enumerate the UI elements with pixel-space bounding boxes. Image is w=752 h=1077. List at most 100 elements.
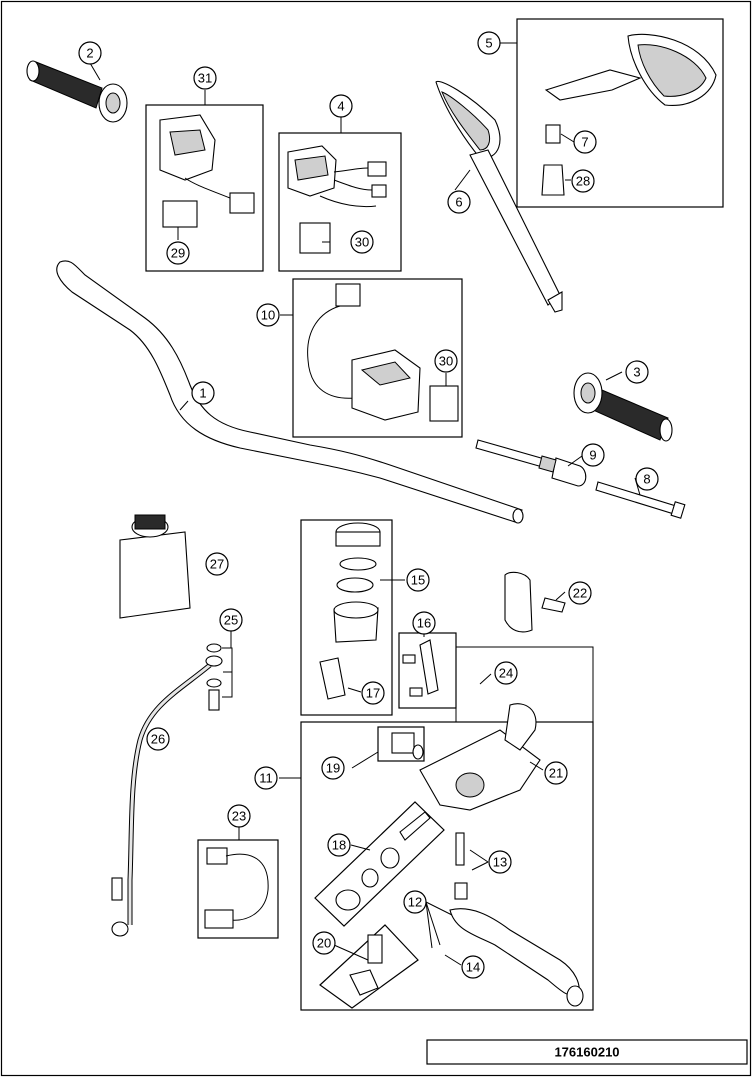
sensor-23: [204, 847, 269, 929]
docnum-box: [426, 1039, 748, 1065]
svg-text:26: 26: [151, 732, 165, 747]
callout-26: 26: [146, 727, 170, 751]
box-5: [516, 18, 724, 208]
callout-2: 2: [78, 41, 102, 65]
callout-20: 20: [312, 931, 336, 955]
clip: [402, 639, 439, 697]
callout-18: 18: [327, 833, 351, 857]
box-11-ext: [456, 646, 594, 722]
box-10: [292, 278, 463, 438]
svg-text:13: 13: [493, 855, 507, 870]
piston-kit: [335, 811, 431, 911]
svg-text:23: 23: [232, 809, 246, 824]
bar-end-bolt: [595, 481, 686, 519]
master-cylinder: [419, 703, 541, 811]
svg-text:31: 31: [198, 71, 212, 86]
svg-text:28: 28: [576, 174, 590, 189]
svg-text:11: 11: [259, 771, 273, 786]
svg-text:29: 29: [171, 246, 185, 261]
callout-28: 28: [571, 169, 595, 193]
svg-text:5: 5: [485, 36, 492, 51]
callout-3: 3: [625, 360, 649, 384]
svg-text:2: 2: [86, 46, 93, 61]
svg-text:20: 20: [317, 936, 331, 951]
switch-4: [287, 145, 387, 254]
svg-text:17: 17: [366, 686, 380, 701]
svg-text:6: 6: [455, 195, 462, 210]
grip-left: [26, 60, 128, 123]
callout-5: 5: [477, 31, 501, 55]
fluid-can: [119, 514, 191, 619]
fitting-19: [391, 732, 424, 760]
callout-29: 29: [166, 241, 190, 265]
svg-text:10: 10: [261, 308, 275, 323]
reservoir: [319, 522, 381, 700]
callout-22: 22: [568, 581, 592, 605]
svg-text:21: 21: [549, 766, 563, 781]
callout-1: 1: [191, 381, 215, 405]
box-4: [278, 132, 402, 272]
callout-17: 17: [361, 681, 385, 705]
svg-text:16: 16: [417, 616, 431, 631]
svg-text:18: 18: [332, 838, 346, 853]
callout-15: 15: [406, 568, 430, 592]
callout-27: 27: [205, 552, 229, 576]
callout-4: 4: [329, 94, 353, 118]
clamp-22: [504, 571, 566, 633]
brake-lever: [449, 832, 584, 1007]
callout-31: 31: [193, 66, 217, 90]
callout-19: 19: [321, 756, 345, 780]
callout-24: 24: [494, 661, 518, 685]
svg-text:4: 4: [337, 99, 344, 114]
banjo-25: [205, 643, 223, 711]
callout-9: 9: [581, 443, 605, 467]
mirror-5: [541, 33, 717, 196]
callout-13: 13: [488, 850, 512, 874]
svg-text:1: 1: [199, 386, 206, 401]
grip-right: [573, 372, 673, 442]
brake-line: [111, 663, 212, 937]
mirror-6: [435, 80, 563, 313]
svg-text:7: 7: [581, 135, 588, 150]
callout-12: 12: [403, 890, 427, 914]
box-23: [197, 839, 279, 939]
callout-16: 16: [412, 611, 436, 635]
callout-10: 10: [256, 303, 280, 327]
callout-7: 7: [573, 130, 597, 154]
box-19: [377, 726, 425, 762]
bar-end-weight: [475, 439, 587, 487]
svg-text:14: 14: [466, 960, 480, 975]
svg-text:15: 15: [411, 573, 425, 588]
document-number: 176160210: [554, 1045, 619, 1060]
box-11: [300, 721, 594, 1011]
svg-text:8: 8: [643, 472, 650, 487]
svg-text:3: 3: [633, 365, 640, 380]
svg-text:19: 19: [326, 761, 340, 776]
svg-text:27: 27: [210, 557, 224, 572]
callout-30a: 30: [350, 230, 374, 254]
svg-text:22: 22: [573, 586, 587, 601]
switch-31: [159, 114, 255, 228]
svg-text:12: 12: [408, 895, 422, 910]
callout-21: 21: [544, 761, 568, 785]
callout-25: 25: [219, 608, 243, 632]
box-15: [300, 519, 393, 716]
callout-23: 23: [227, 804, 251, 828]
part-20: [349, 934, 383, 996]
callout-30b: 30: [434, 349, 458, 373]
callout-14: 14: [461, 955, 485, 979]
handlebar: [56, 260, 524, 524]
callout-6: 6: [447, 190, 471, 214]
svg-text:30: 30: [439, 354, 453, 369]
box-18: [314, 801, 445, 927]
svg-text:24: 24: [499, 666, 513, 681]
callout-8: 8: [635, 467, 659, 491]
svg-text:9: 9: [589, 448, 596, 463]
leader-lines: [89, 42, 641, 966]
callout-11: 11: [254, 766, 278, 790]
svg-text:25: 25: [224, 613, 238, 628]
box-20: [319, 924, 419, 1009]
switch-10: [307, 283, 459, 422]
